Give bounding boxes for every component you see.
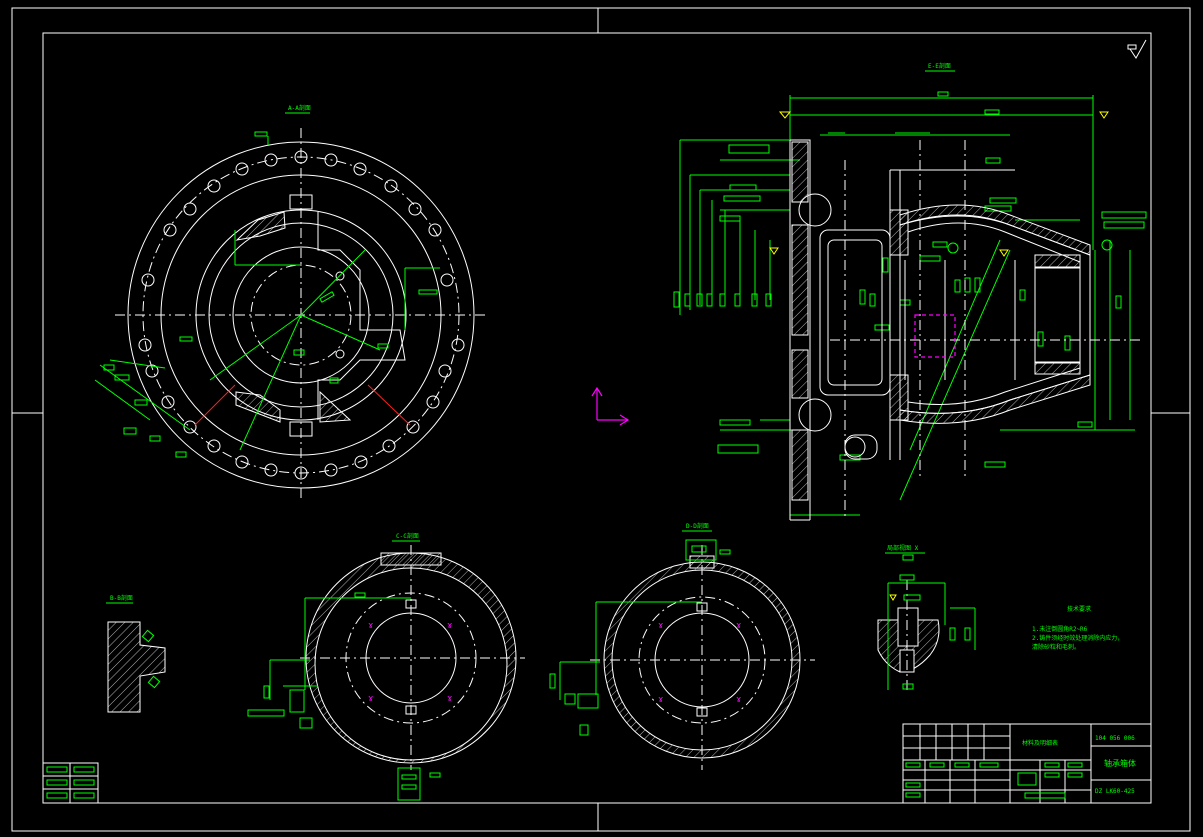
- material-label: 材料及明细表: [1022, 739, 1058, 747]
- view-d-section: D-D剖面 ɤ ɤ ɤ ɤ: [549, 522, 815, 770]
- model-number: DZ LK60-425: [1095, 788, 1135, 795]
- notes-line1: 1.未注倒圆角R2~R6: [1032, 625, 1088, 633]
- view-c-label: C-C剖面: [396, 532, 419, 540]
- view-b-label: B-B剖面: [110, 594, 133, 602]
- view-e-label: E-E剖面: [928, 62, 951, 70]
- ucs-axis-icon: [591, 386, 630, 426]
- view-a-label: A-A剖面: [288, 104, 311, 112]
- view-d-label: D-D剖面: [686, 522, 709, 530]
- part-name: 轴承箱体: [1104, 758, 1136, 768]
- notes-line2: 2.铸件须经时效处理消除内应力，: [1032, 634, 1123, 642]
- view-a-section: A-A剖面: [94, 104, 487, 500]
- svg-text:ɤ: ɤ: [736, 621, 741, 631]
- revision-table: [42, 762, 99, 804]
- svg-text:ɤ: ɤ: [658, 695, 663, 705]
- svg-text:ɤ: ɤ: [736, 695, 741, 705]
- svg-text:ɤ: ɤ: [447, 621, 452, 631]
- sheet-frame: [11, 7, 1191, 832]
- svg-text:ɤ: ɤ: [368, 694, 373, 704]
- detail-label: 局部视图 X: [887, 544, 919, 552]
- detail-view-x: 局部视图 X: [877, 544, 976, 690]
- drawing-codes: 104 056 006: [1095, 735, 1135, 742]
- roughness-symbol-icon: [1127, 39, 1147, 59]
- view-b-section: B-B剖面: [106, 594, 166, 713]
- notes-line3: 清除砂粒和毛刺。: [1032, 643, 1080, 651]
- notes-title: 技术要求: [1067, 605, 1091, 613]
- view-e-section: E-E剖面: [673, 62, 1147, 521]
- svg-text:ɤ: ɤ: [368, 621, 373, 631]
- svg-text:ɤ: ɤ: [658, 621, 663, 631]
- technical-notes: 技术要求 1.未注倒圆角R2~R6 2.铸件须经时效处理消除内应力， 清除砂粒和…: [1032, 605, 1123, 651]
- title-block: 材料及明细表 104 056 006 轴承箱体 DZ LK60-425: [902, 723, 1152, 804]
- svg-text:ɤ: ɤ: [447, 694, 452, 704]
- view-c-section: C-C剖面 ɤ ɤ ɤ ɤ: [247, 532, 525, 801]
